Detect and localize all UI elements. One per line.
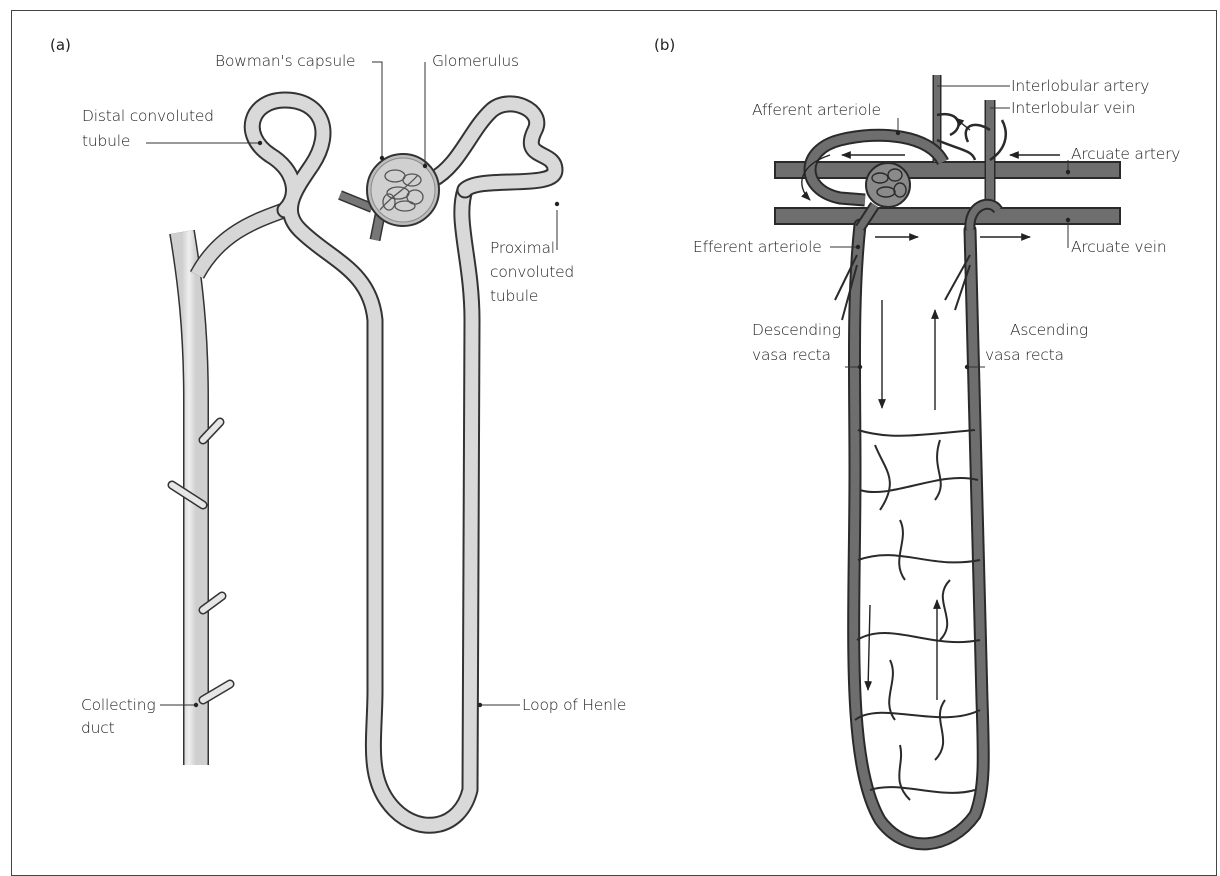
label-proximal-line2: convoluted: [490, 262, 574, 282]
label-distal-tubule-line1: Distal convoluted: [82, 106, 214, 126]
label-proximal-line3: tubule: [490, 286, 538, 306]
interlobular-vessels: [937, 75, 1006, 210]
panel-label-b: (b): [654, 36, 675, 54]
label-descending-vasa-recta-line2: vasa recta: [752, 345, 831, 365]
label-distal-tubule-line2: tubule: [82, 131, 130, 151]
label-collecting-duct-line2: duct: [81, 718, 114, 738]
label-arcuate-vein: Arcuate vein: [1071, 237, 1166, 257]
label-bowmans-capsule: Bowman's capsule: [215, 51, 355, 71]
collecting-duct: [172, 210, 285, 765]
label-ascending-vasa-recta-line1: Ascending: [1010, 320, 1088, 340]
panel-label-a: (a): [50, 36, 71, 54]
label-ascending-vasa-recta-line2: vasa recta: [985, 345, 1064, 365]
label-collecting-duct-line1: Collecting: [81, 695, 156, 715]
label-interlobular-vein: Interlobular vein: [1011, 98, 1135, 118]
label-efferent-arteriole: Efferent arteriole: [693, 237, 822, 257]
label-glomerulus: Glomerulus: [432, 51, 519, 71]
label-arcuate-artery: Arcuate artery: [1071, 144, 1180, 164]
label-afferent-arteriole: Afferent arteriole: [752, 100, 881, 120]
flow-arrows: [802, 118, 1060, 700]
label-loop-of-henle: Loop of Henle: [522, 695, 626, 715]
label-interlobular-artery: Interlobular artery: [1011, 76, 1149, 96]
label-proximal-line1: Proximal: [490, 238, 555, 258]
label-descending-vasa-recta-line1: Descending: [752, 320, 841, 340]
vasa-recta-loop: [835, 204, 998, 844]
